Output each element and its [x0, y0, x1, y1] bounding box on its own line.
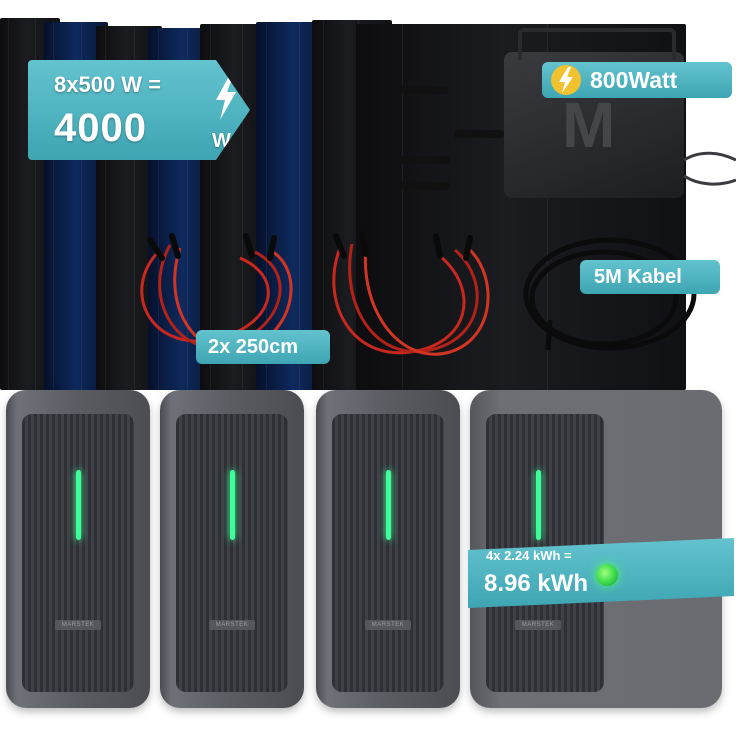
lightning-bolt-icon: [216, 76, 236, 120]
battery-module: MARSTEK: [316, 390, 460, 708]
battery-capacity-value: 8.96 kWh: [484, 570, 589, 597]
status-led-icon: [386, 470, 391, 540]
mc4-connector: [400, 86, 448, 94]
lightning-bolt-icon: [551, 65, 581, 95]
cable-length-text: 2x 250cm: [208, 336, 299, 358]
mc4-connector: [454, 130, 504, 138]
black-ac-cable: [523, 237, 697, 351]
battery-grill: [22, 414, 134, 692]
battery-module: MARSTEK: [160, 390, 304, 708]
power-banner: 8x500 W = 4000 W: [28, 60, 250, 160]
cable-label: 5M Kabel: [580, 260, 720, 294]
mc4-connector: [400, 182, 450, 190]
battery-brand-mark: MARSTEK: [209, 620, 255, 630]
mc4-connector: [398, 156, 450, 164]
battery-grill: [176, 414, 288, 692]
battery-brand-mark: MARSTEK: [515, 620, 561, 630]
battery-grill: [332, 414, 444, 692]
battery-module: MARSTEK: [6, 390, 150, 708]
cable-label-text: 5M Kabel: [594, 266, 682, 288]
inverter-output-cable: [683, 151, 736, 186]
battery-capacity-label: 4x 2.24 kWh = 8.96 kWh: [468, 538, 734, 608]
power-banner-line1: 8x500 W =: [54, 72, 162, 97]
status-led-icon: [536, 470, 541, 540]
inverter-logo: M: [562, 89, 616, 161]
inverter-power-text: 800Watt: [590, 67, 678, 93]
status-led-icon: [230, 470, 235, 540]
power-banner-value: 4000: [54, 106, 147, 150]
cable-plugs: [147, 231, 473, 261]
inverter-bracket: [518, 28, 676, 60]
status-led-icon: [596, 564, 618, 586]
status-led-icon: [76, 470, 81, 540]
inverter-power-label: 800Watt: [542, 62, 732, 98]
battery-capacity-line1: 4x 2.24 kWh =: [486, 548, 572, 563]
battery-brand-mark: MARSTEK: [365, 620, 411, 630]
cable-length-label: 2x 250cm: [196, 330, 330, 364]
battery-brand-mark: MARSTEK: [55, 620, 101, 630]
